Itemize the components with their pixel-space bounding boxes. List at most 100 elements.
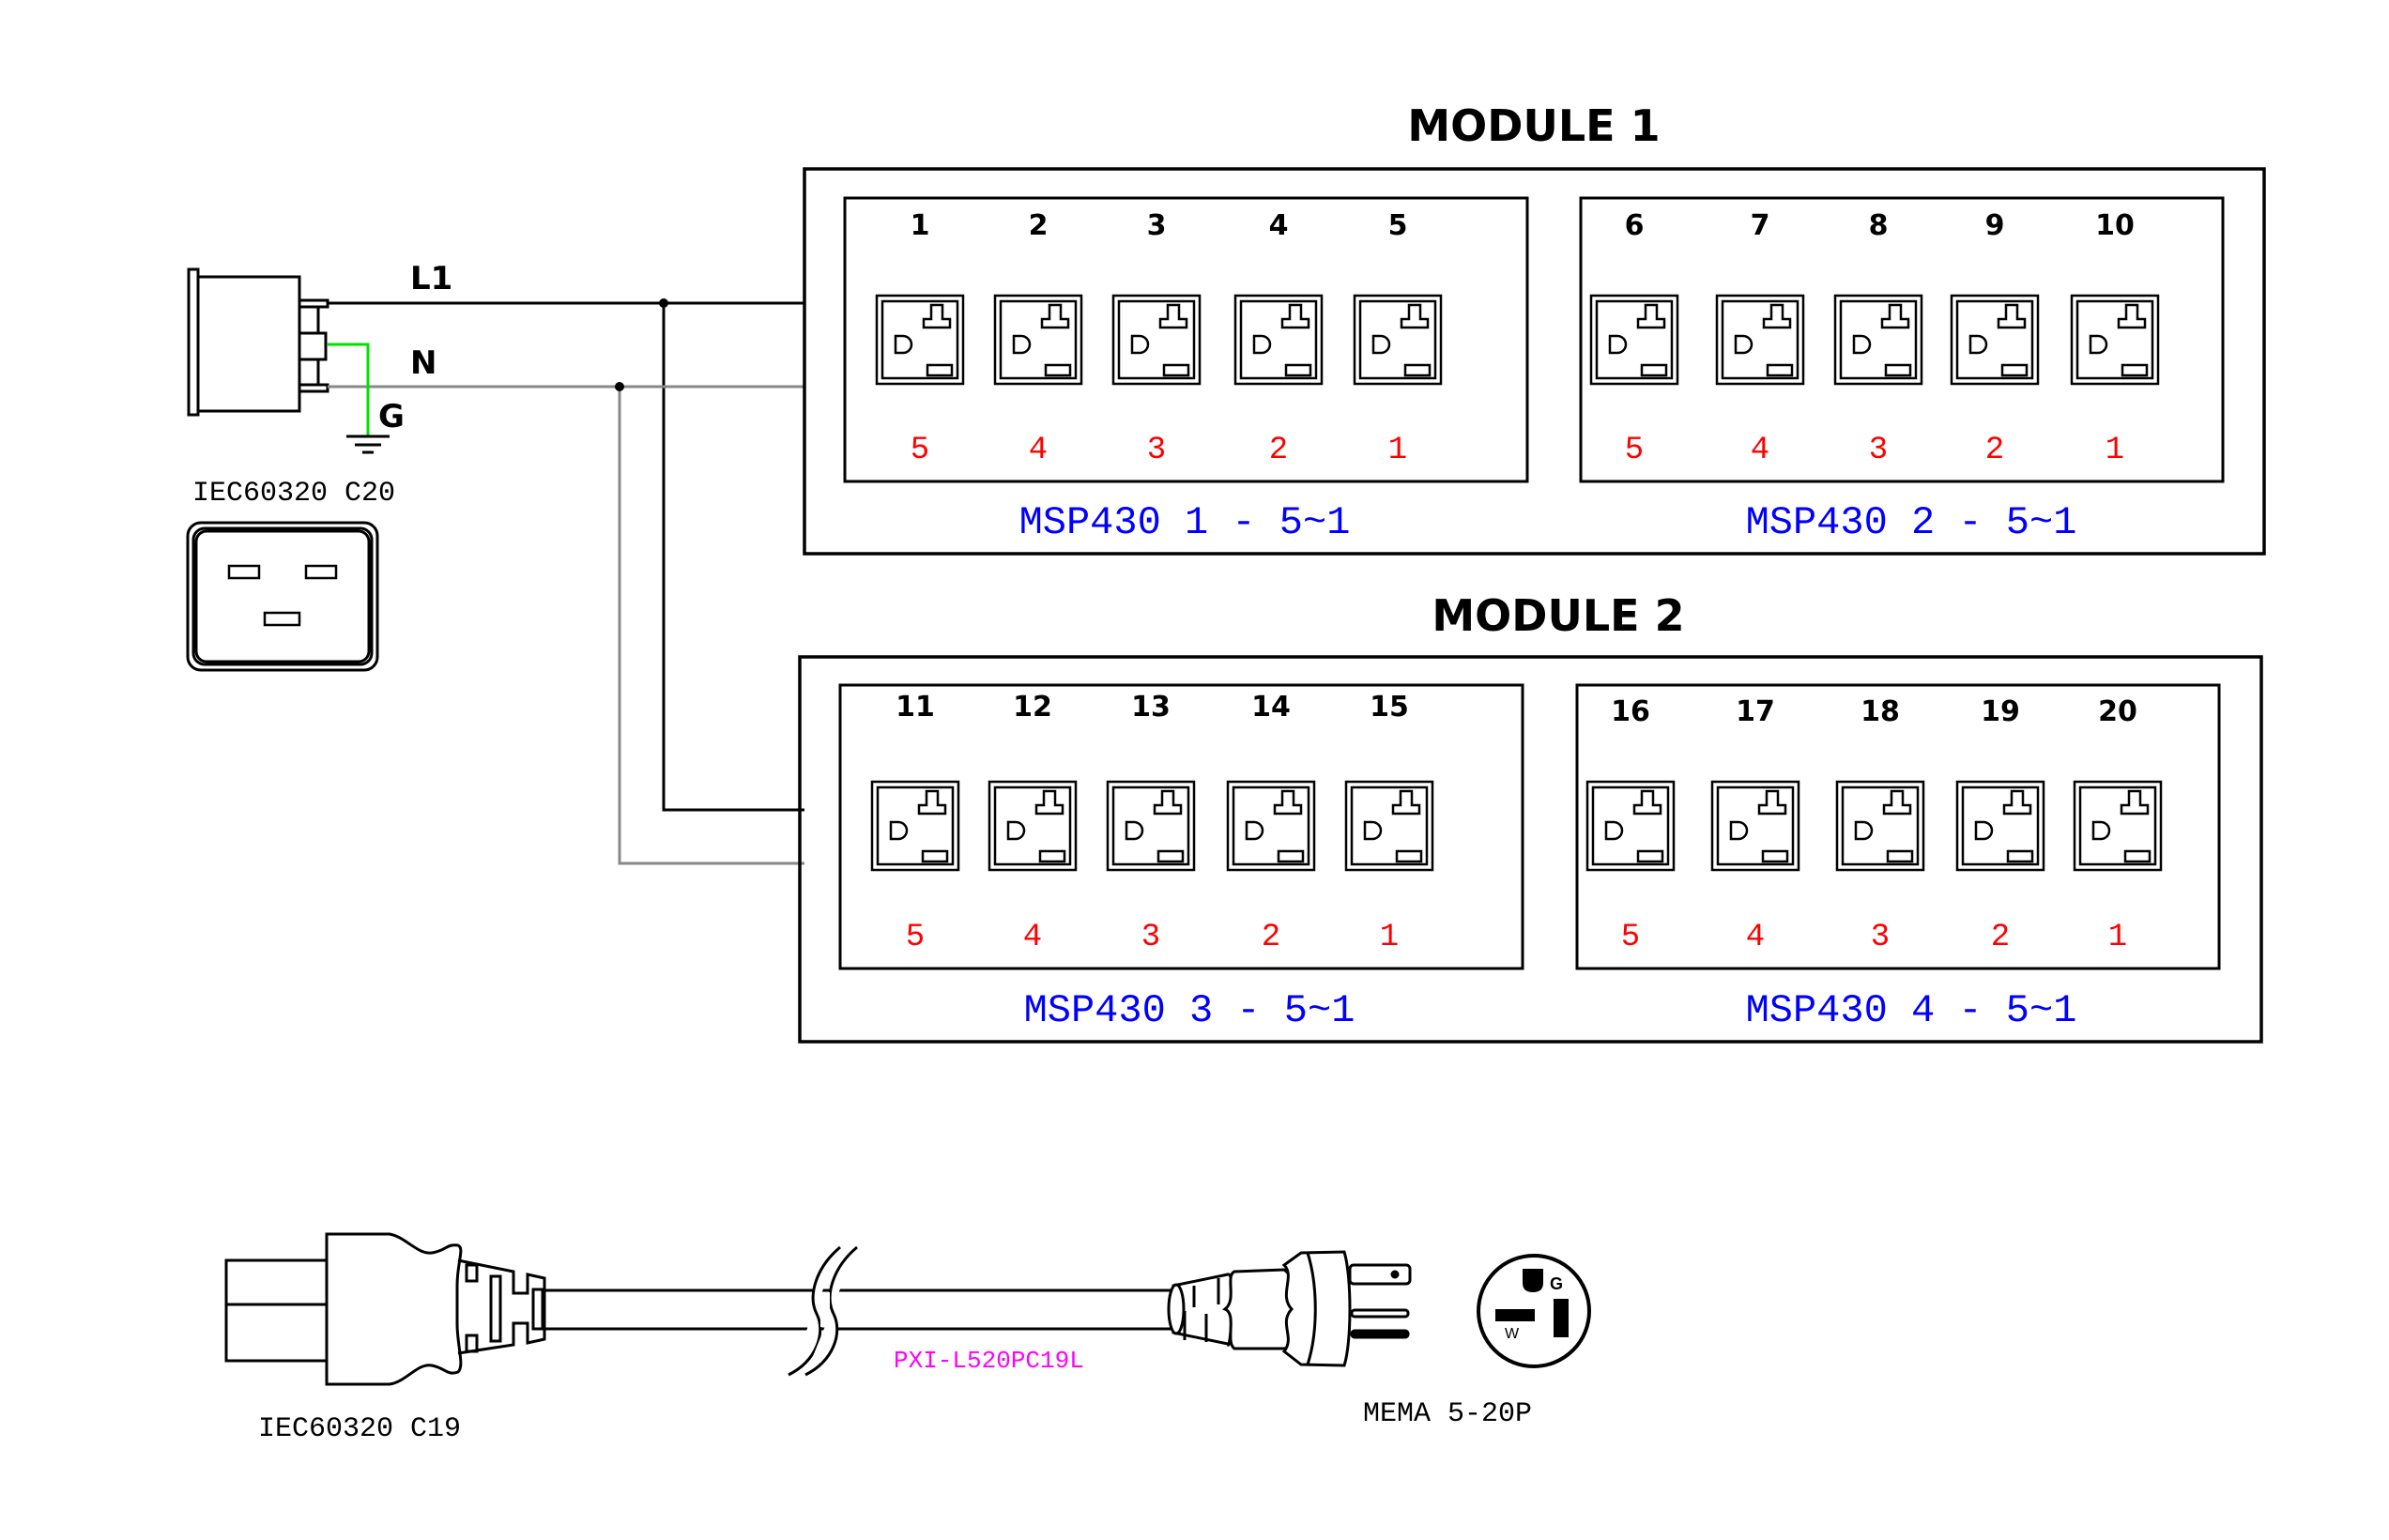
plug-label: MEMA 5-20P bbox=[1363, 1398, 1532, 1430]
wire-label-line: L1 bbox=[410, 260, 452, 297]
outlet-group: MSP430 4 - 5~1 165 17 4 18 3 19 2 20 1 bbox=[1575, 683, 2221, 1033]
ground-symbol-icon bbox=[346, 435, 390, 454]
outlet[interactable]: 165 bbox=[1585, 695, 1676, 955]
port-number: 2 bbox=[1262, 920, 1280, 955]
neutral-junction-dot bbox=[615, 382, 624, 391]
outlet[interactable]: 15 bbox=[875, 209, 965, 468]
nema-5-20r-receptacle-icon bbox=[1585, 780, 1676, 872]
outlet-number: 17 bbox=[1736, 695, 1775, 728]
nema-5-20r-receptacle-icon bbox=[1106, 780, 1196, 872]
nema-5-20p-plug-icon bbox=[1167, 1250, 1412, 1367]
outlet[interactable]: 33 bbox=[1111, 209, 1202, 468]
outlet-group-frame bbox=[843, 196, 1529, 483]
port-number: 1 bbox=[1380, 920, 1399, 955]
outlet[interactable]: 11 5 bbox=[870, 691, 960, 955]
outlet-number: 13 bbox=[1131, 691, 1171, 724]
nema-5-20r-receptacle-icon bbox=[1111, 294, 1202, 386]
outlet[interactable]: 51 bbox=[1353, 209, 1443, 468]
nema-5-20r-receptacle-icon bbox=[2073, 780, 2163, 872]
outlet-number: 4 bbox=[1269, 209, 1289, 242]
outlet-number: 18 bbox=[1861, 695, 1900, 728]
port-number: 5 bbox=[911, 433, 929, 468]
c19-connector-label: IEC60320 C19 bbox=[258, 1413, 461, 1445]
outlet-group: MSP430 3 - 5~1 11 5 12 4 13 3 142 15 1 bbox=[838, 683, 1524, 1033]
outlet[interactable]: 19 2 bbox=[1955, 695, 2045, 955]
port-number: 5 bbox=[906, 920, 925, 955]
port-number: 1 bbox=[2108, 920, 2127, 955]
outlet[interactable]: 142 bbox=[1226, 691, 1316, 955]
inlet-connector-side-view bbox=[187, 267, 329, 417]
port-number: 2 bbox=[1991, 920, 2010, 955]
outlet-number: 7 bbox=[1751, 209, 1770, 242]
nema-5-20r-receptacle-icon bbox=[875, 294, 965, 386]
nema-5-20r-receptacle-icon bbox=[1710, 780, 1800, 872]
outlet-number: 20 bbox=[2098, 695, 2137, 728]
nema-5-20r-receptacle-icon bbox=[1950, 294, 2040, 386]
outlet-group-label: MSP430 4 - 5~1 bbox=[1746, 988, 2077, 1033]
nema-5-20r-receptacle-icon bbox=[870, 780, 960, 872]
power-cord bbox=[224, 1232, 1591, 1386]
port-number: 3 bbox=[1871, 920, 1890, 955]
nema-5-20r-receptacle-icon bbox=[988, 780, 1078, 872]
outlet-group-frame bbox=[838, 683, 1524, 970]
outlet[interactable]: 17 4 bbox=[1710, 695, 1800, 955]
plug-ground-label: G bbox=[1550, 1274, 1563, 1293]
outlet[interactable]: 42 bbox=[1233, 209, 1324, 468]
outlet-group-frame bbox=[1579, 196, 2225, 483]
outlet[interactable]: 101 bbox=[2070, 209, 2160, 468]
port-number: 1 bbox=[1388, 433, 1407, 468]
outlet[interactable]: 24 bbox=[993, 209, 1083, 468]
port-number: 5 bbox=[1625, 433, 1644, 468]
outlet-number: 8 bbox=[1869, 209, 1889, 242]
port-number: 4 bbox=[1023, 920, 1042, 955]
outlet[interactable]: 20 1 bbox=[2073, 695, 2163, 955]
outlet-number: 15 bbox=[1370, 691, 1409, 724]
port-number: 3 bbox=[1147, 433, 1166, 468]
nema-5-20r-receptacle-icon bbox=[1353, 294, 1443, 386]
ground-wire bbox=[328, 343, 370, 436]
wiring bbox=[328, 298, 804, 865]
outlet[interactable]: 13 3 bbox=[1106, 691, 1196, 955]
nema-5-20r-receptacle-icon bbox=[1715, 294, 1805, 386]
outlet-number: 9 bbox=[1985, 209, 2005, 242]
port-number: 4 bbox=[1746, 920, 1765, 955]
outlet-number: 10 bbox=[2095, 209, 2135, 242]
outlet[interactable]: 18 3 bbox=[1835, 695, 1925, 955]
inlet-label: IEC60320 C20 bbox=[192, 478, 395, 510]
outlet[interactable]: 83 bbox=[1833, 209, 1923, 468]
port-number: 3 bbox=[1869, 433, 1888, 468]
outlet[interactable]: 15 1 bbox=[1344, 691, 1434, 955]
outlet-group-label: MSP430 2 - 5~1 bbox=[1746, 500, 2077, 545]
module-title: MODULE 2 bbox=[1432, 590, 1684, 641]
outlet-number: 6 bbox=[1625, 209, 1645, 242]
outlet-number: 11 bbox=[896, 691, 935, 724]
outlet[interactable]: 65 bbox=[1589, 209, 1679, 468]
outlet-number: 5 bbox=[1388, 209, 1408, 242]
outlet-group-frame bbox=[1575, 683, 2221, 970]
outlet-number: 12 bbox=[1013, 691, 1052, 724]
outlet[interactable]: 74 bbox=[1715, 209, 1805, 468]
nema-5-20p-face-icon bbox=[1477, 1254, 1591, 1368]
wire-label-ground: G bbox=[378, 398, 405, 435]
outlet[interactable]: 92 bbox=[1950, 209, 2040, 468]
nema-5-20r-receptacle-icon bbox=[993, 294, 1083, 386]
wire-label-neutral: N bbox=[410, 344, 436, 382]
port-number: 3 bbox=[1141, 920, 1160, 955]
nema-5-20r-receptacle-icon bbox=[2070, 294, 2160, 386]
nema-5-20r-receptacle-icon bbox=[1233, 294, 1324, 386]
module-title: MODULE 1 bbox=[1407, 100, 1660, 151]
line-junction-dot bbox=[659, 298, 668, 308]
outlet-number: 19 bbox=[1981, 695, 2020, 728]
module-frame bbox=[803, 167, 2266, 556]
outlet[interactable]: 12 4 bbox=[988, 691, 1078, 955]
port-number: 2 bbox=[1985, 433, 2004, 468]
nema-5-20r-receptacle-icon bbox=[1344, 780, 1434, 872]
outlet-group-label: MSP430 1 - 5~1 bbox=[1019, 500, 1351, 545]
outlet-number: 1 bbox=[911, 209, 930, 242]
outlet-group-label: MSP430 3 - 5~1 bbox=[1024, 988, 1355, 1033]
